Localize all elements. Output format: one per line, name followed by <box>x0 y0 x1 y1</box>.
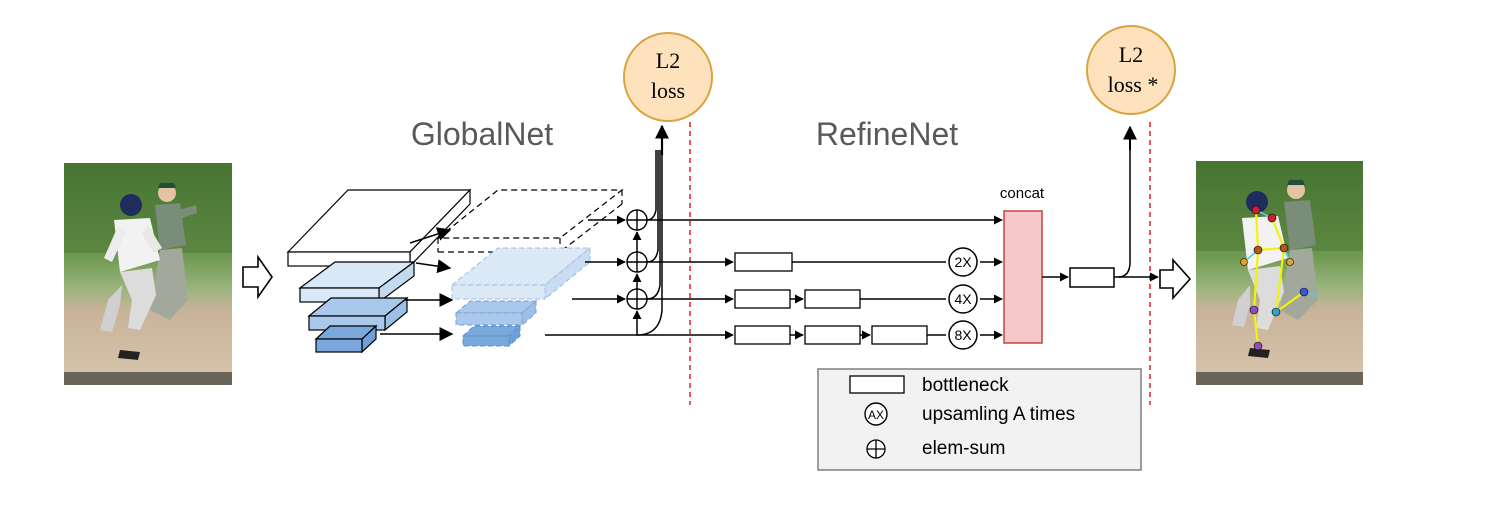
elem-sum-ops <box>626 209 648 310</box>
pyramid-arrows <box>380 227 454 341</box>
elem-sum-icon <box>626 251 648 273</box>
elem-sum-icon <box>626 288 648 310</box>
elem-sum-icon <box>626 209 648 231</box>
l2-loss-left-line2: loss <box>651 78 685 103</box>
l2-loss-left: L2 loss <box>623 32 713 122</box>
bottleneck-block <box>871 325 928 345</box>
legend-upsample-label: upsamling A times <box>922 404 1075 425</box>
upsample-4x-label: 4X <box>954 291 972 307</box>
feature-pyramid <box>436 189 624 348</box>
legend-bottleneck-icon <box>849 375 905 394</box>
bottleneck-blocks <box>734 252 928 345</box>
l2-loss-left-line1: L2 <box>656 48 680 73</box>
concat-block: concat <box>1000 185 1045 344</box>
legend: bottleneck AX upsamling A times elem-sum <box>817 368 1142 471</box>
legend-upsample-symbol: AX <box>868 408 884 422</box>
bottleneck-block <box>804 325 861 345</box>
legend-bottleneck-label: bottleneck <box>922 375 1009 396</box>
l2-loss-right-line1: L2 <box>1119 42 1143 67</box>
refinenet-flow <box>637 215 1003 340</box>
bottleneck-block <box>804 289 861 309</box>
input-arrow-icon <box>242 254 273 300</box>
legend-upsample-icon <box>864 402 888 426</box>
globalnet-title: GlobalNet <box>411 116 553 152</box>
upsample-8x-label: 8X <box>954 327 972 343</box>
bottleneck-block <box>734 289 791 309</box>
concat-label: concat <box>1000 185 1045 202</box>
l2-loss-right: L2 loss * <box>1086 25 1176 115</box>
bottleneck-block <box>734 325 791 345</box>
output-arrow-icon <box>1159 257 1192 301</box>
refinenet-title: RefineNet <box>816 116 958 152</box>
legend-elem-sum-label: elem-sum <box>922 438 1005 459</box>
output-image <box>1196 161 1363 385</box>
upsample-ops: 2X 4X 8X <box>948 247 978 350</box>
upsample-2x-label: 2X <box>954 254 972 270</box>
input-image <box>64 163 232 385</box>
l2-loss-right-line2: loss * <box>1108 72 1159 97</box>
bottleneck-block <box>734 252 793 272</box>
refinenet-output-flow <box>1042 125 1159 288</box>
globalnet-pyramid <box>286 188 472 354</box>
legend-elem-sum-icon <box>866 439 886 459</box>
